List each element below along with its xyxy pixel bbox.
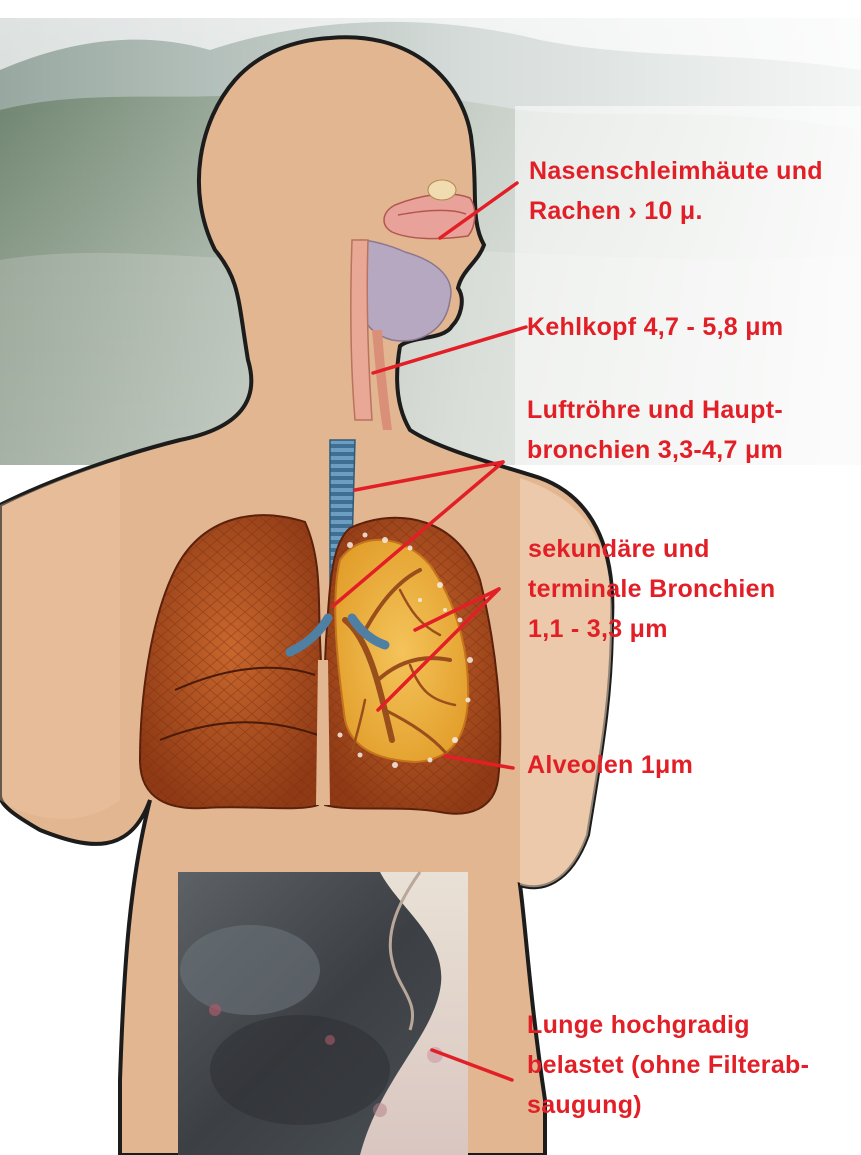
label-nose-line-1: Nasenschleimhäute und — [529, 151, 823, 191]
label-alveoli-line-1: Alveolen 1μm — [527, 745, 693, 785]
label-nose: Nasenschleimhäute und Rachen › 10 μ. — [529, 151, 823, 231]
label-bronchi-line-2: terminale Bronchien — [528, 569, 775, 609]
leader-line-bronchi-1 — [415, 589, 499, 630]
label-bronchi-line-1: sekundäre und — [528, 529, 775, 569]
leader-line-trachea-2 — [333, 462, 503, 606]
label-lung-line-1: Lunge hochgradig — [527, 1005, 809, 1045]
leader-line-bronchi-2 — [378, 589, 499, 710]
leader-line-alveoli — [445, 756, 513, 768]
label-lung-line-3: saugung) — [527, 1085, 809, 1125]
leader-line-trachea-1 — [355, 462, 503, 490]
label-lung: Lunge hochgradig belastet (ohne Filterab… — [527, 1005, 809, 1125]
label-trachea-line-1: Luftröhre und Haupt- — [527, 390, 783, 430]
label-trachea: Luftröhre und Haupt- bronchien 3,3-4,7 μ… — [527, 390, 783, 470]
label-larynx: Kehlkopf 4,7 - 5,8 μm — [527, 307, 783, 347]
label-bronchi-line-3: 1,1 - 3,3 μm — [528, 609, 775, 649]
label-larynx-line-1: Kehlkopf 4,7 - 5,8 μm — [527, 307, 783, 347]
label-trachea-line-2: bronchien 3,3-4,7 μm — [527, 430, 783, 470]
leader-line-larynx — [373, 327, 526, 373]
label-bronchi: sekundäre und terminale Bronchien 1,1 - … — [528, 529, 775, 649]
label-alveoli: Alveolen 1μm — [527, 745, 693, 785]
label-nose-line-2: Rachen › 10 μ. — [529, 191, 823, 231]
leader-line-lung — [432, 1050, 512, 1080]
label-lung-line-2: belastet (ohne Filterab- — [527, 1045, 809, 1085]
leader-line-nose — [440, 183, 517, 238]
